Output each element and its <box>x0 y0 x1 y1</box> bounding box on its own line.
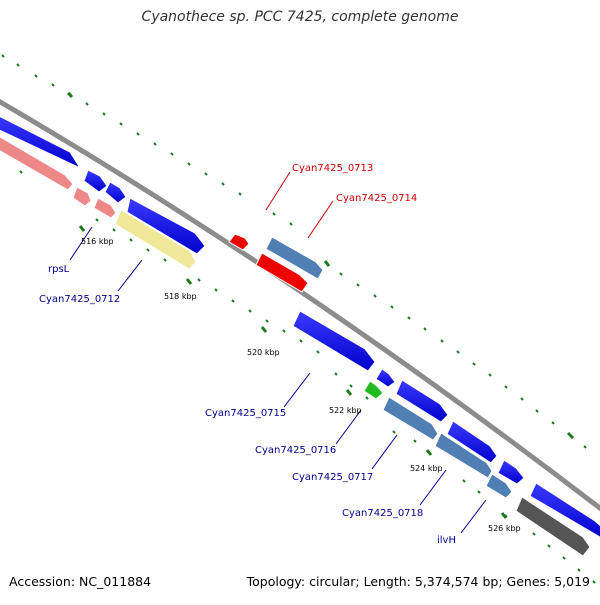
gene-arrow-steel-2 <box>382 396 439 441</box>
scale-labels: 516 kbp 518 kbp 520 kbp 522 kbp 524 kbp … <box>81 237 521 533</box>
accession-label: Accession: NC_011884 <box>9 574 152 589</box>
gene-arrow-blue-9 <box>497 459 525 485</box>
gene-arrow-green <box>363 380 384 400</box>
page-title: Cyanothece sp. PCC 7425, complete genome <box>141 9 459 25</box>
scale-label-522: 522 kbp <box>329 406 362 415</box>
gene-label-0716[interactable]: Cyan7425_0716 <box>255 445 336 456</box>
leader-0712 <box>117 259 143 292</box>
scale-label-516: 516 kbp <box>81 237 114 246</box>
leader-ilvH <box>460 499 487 534</box>
leader-0715 <box>283 372 311 408</box>
gene-label-0713[interactable]: Cyan7425_0713 <box>292 163 373 174</box>
gene-arrow-red-2 <box>255 252 309 293</box>
gene-arrow-gray <box>515 496 591 557</box>
gene-label-0714[interactable]: Cyan7425_0714 <box>336 193 417 204</box>
gene-arrow-yellow <box>114 209 197 270</box>
gene-arrow-blue-10 <box>529 482 600 538</box>
leader-lines <box>69 171 487 534</box>
gene-label-0718[interactable]: Cyan7425_0718 <box>342 508 423 519</box>
gene-arrow-blue-8 <box>446 420 498 464</box>
gene-arrow-pink-1 <box>0 136 74 191</box>
gene-arrow-blue-6 <box>375 368 396 388</box>
gene-arrow-blue-2 <box>83 169 108 193</box>
gene-label-0715[interactable]: Cyan7425_0715 <box>205 408 286 419</box>
leader-0717 <box>371 434 398 470</box>
gene-arrow-red-1 <box>228 233 250 251</box>
scale-label-526: 526 kbp <box>488 524 521 533</box>
tick-marks <box>1 54 596 584</box>
gene-arrow-blue-7 <box>395 379 449 423</box>
leader-0714 <box>307 200 334 239</box>
leader-0716 <box>335 409 362 445</box>
gene-label-ilvH[interactable]: ilvH <box>437 535 456 546</box>
gene-arrow-pink-2 <box>72 186 92 207</box>
gene-arrow-steel-1 <box>265 236 324 280</box>
scale-label-518: 518 kbp <box>164 292 197 301</box>
gene-arrow-blue-4 <box>126 197 206 255</box>
leader-0713 <box>265 171 291 211</box>
gene-arrow-blue-5 <box>292 310 376 372</box>
gene-labels: rpsL Cyan7425_0712 Cyan7425_0713 Cyan742… <box>39 163 456 546</box>
gene-features <box>0 115 600 557</box>
gene-label-rpsL[interactable]: rpsL <box>48 264 70 275</box>
gene-arrow-steel-4 <box>485 473 513 499</box>
gene-arrow-blue-1 <box>0 115 82 170</box>
gene-label-0712[interactable]: Cyan7425_0712 <box>39 294 120 305</box>
gene-arrow-pink-3 <box>93 197 117 219</box>
gene-arrow-blue-3 <box>104 181 127 204</box>
scale-label-524: 524 kbp <box>410 464 443 473</box>
leader-rpsL <box>69 226 93 261</box>
gene-label-0717[interactable]: Cyan7425_0717 <box>292 472 373 483</box>
gene-arrow-steel-3 <box>434 432 493 479</box>
scale-label-520: 520 kbp <box>247 348 280 357</box>
genome-summary: Topology: circular; Length: 5,374,574 bp… <box>246 574 590 589</box>
leader-0718 <box>419 469 447 506</box>
